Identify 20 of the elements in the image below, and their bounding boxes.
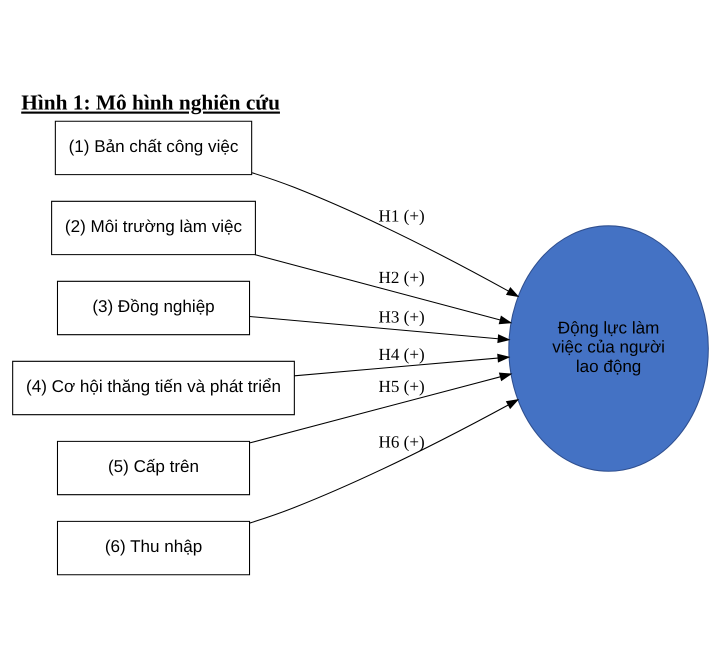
arrow [254,254,512,324]
node-box: (2) Môi trường làm việc [51,200,256,255]
arrow [250,372,512,443]
edge-label: H3 (+) [378,307,425,326]
node-box: (1) Bản chất công việc [54,120,252,175]
node-box: (6) Thu nhập [56,520,250,575]
node-box: (5) Cấp trên [56,440,250,495]
arrow [250,315,510,343]
edge-label: H2 (+) [378,268,425,287]
arrow [294,353,510,376]
arrow [250,398,520,524]
edge-label: H1 (+) [378,206,425,225]
diagram-title: Hình 1: Mô hình nghiên cứu [21,90,280,114]
edge-label: H5 (+) [378,376,425,396]
arrow [252,172,520,297]
node-ellipse: Động lực làm việc của người lao động [508,224,709,472]
edge-label: H6 (+) [378,432,425,452]
node-box: (3) Đồng nghiệp [56,280,250,335]
edge-label: H4 (+) [378,344,425,364]
node-box: (4) Cơ hội thăng tiến và phát triển [12,360,295,415]
